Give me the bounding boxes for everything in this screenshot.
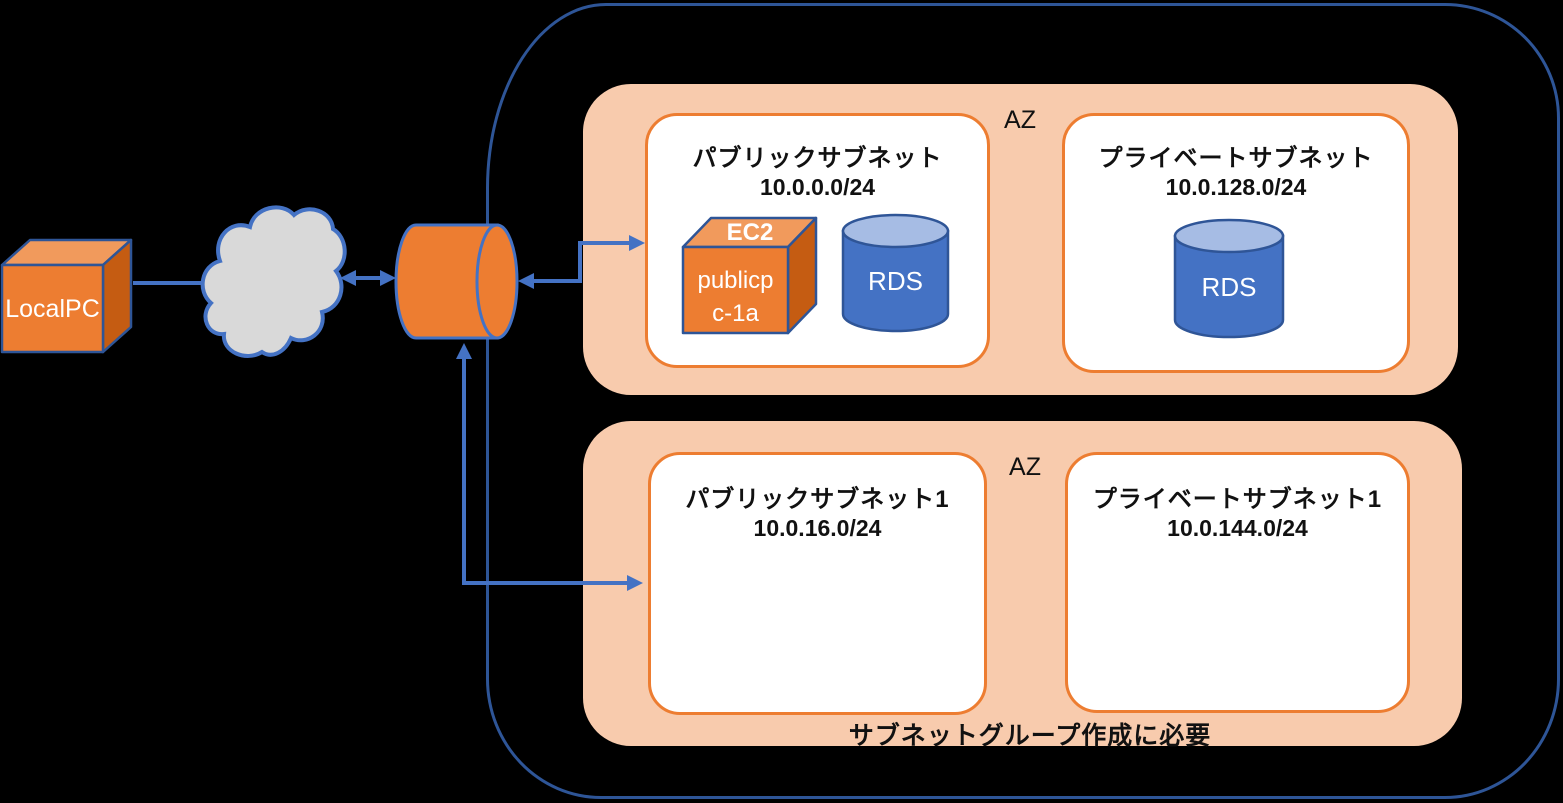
public-subnet-cidr: 10.0.0.0/24 [759, 174, 876, 200]
vpc-boundary [486, 3, 1560, 799]
ec2-instance-name-line2: c-1a [712, 300, 759, 327]
az1-label: AZ [1004, 106, 1036, 134]
private-subnet1-cidr: 10.0.144.0/24 [1167, 515, 1308, 541]
ec2-icon [681, 216, 818, 335]
subnet-group-note: サブネットグループ作成に必要 [848, 722, 1212, 750]
public-subnet-title: パブリックサブネット [692, 145, 943, 172]
public-subnet1-title: パブリックサブネット1 [685, 486, 950, 513]
ec2-label: EC2 [726, 219, 774, 246]
public-subnet1-box [648, 452, 987, 715]
arrow-gateway-to-public-subnet1 [456, 343, 643, 591]
private-subnet-title: プライベートサブネット [1098, 145, 1374, 172]
rds-public-label: RDS [868, 266, 923, 296]
private-subnet1-title: プライベートサブネット1 [1092, 486, 1383, 513]
private-subnet1-box [1065, 452, 1410, 713]
local-pc-icon [0, 238, 133, 354]
ec2-instance-name: publicp c-1a [683, 264, 788, 330]
local-pc-label: LocalPC [5, 295, 100, 323]
rds-private-icon [1173, 218, 1285, 339]
ec2-instance-name-line1: publicp [697, 267, 774, 294]
internet-cloud-icon [200, 205, 347, 358]
public-subnet1-cidr: 10.0.16.0/24 [753, 515, 882, 541]
private-subnet-cidr: 10.0.128.0/24 [1165, 174, 1307, 200]
az2-label: AZ [1009, 453, 1041, 481]
rds-public-icon [841, 213, 950, 333]
rds-private-label: RDS [1201, 272, 1257, 302]
arrow-gateway-to-public-subnet [518, 235, 645, 289]
internet-gateway-icon [394, 223, 519, 340]
arrow-internet-to-gateway [340, 270, 396, 286]
